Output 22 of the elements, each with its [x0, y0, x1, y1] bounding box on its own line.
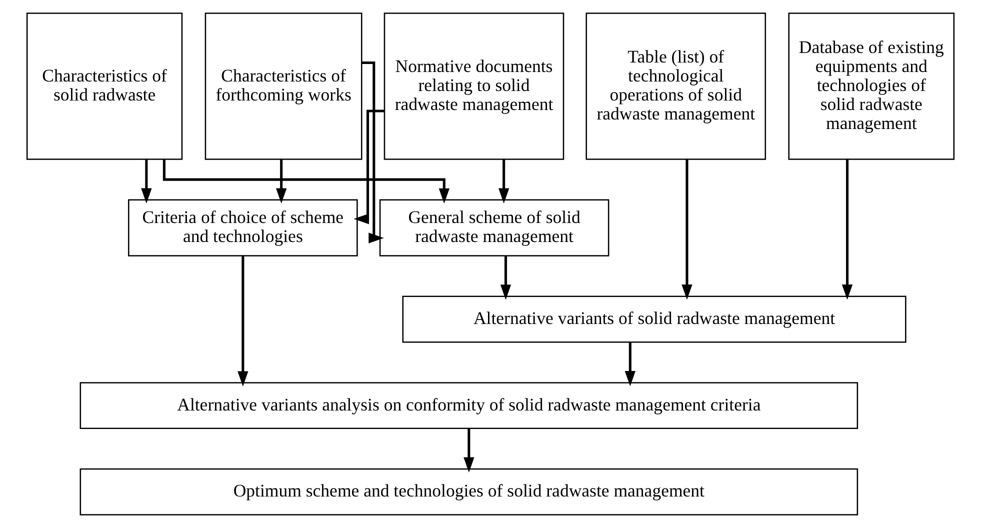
arrow — [238, 256, 248, 386]
arrow — [498, 160, 510, 204]
arrow — [162, 159, 450, 204]
node-box: Optimum scheme and technologies of solid radwaste management — [80, 468, 858, 516]
arrow — [362, 61, 384, 244]
arrow — [276, 160, 287, 204]
arrow — [842, 159, 853, 300]
node-box: Database of existing equipments and technologies of solid radwaste management — [788, 12, 955, 160]
arrow — [682, 159, 692, 300]
node-box: Alternative variants analysis on conformity of solid radwaste management criteria — [80, 382, 858, 430]
node-box: Characteristics of forthcoming works — [204, 12, 362, 160]
node-box: General scheme of solid radwaste management — [379, 199, 610, 256]
node-box: Alternative variants of solid radwaste management — [402, 296, 906, 343]
node-box: Criteria of choice of scheme and technologies — [128, 199, 358, 256]
arrow — [500, 256, 512, 300]
arrow — [624, 342, 636, 386]
arrow — [141, 160, 152, 204]
arrow — [464, 428, 474, 473]
node-box: Characteristics of solid radwaste — [26, 12, 183, 160]
node-box: Normative documents relating to solid radwaste management — [384, 12, 564, 160]
node-box: Table (list) of technological operations of solid radwaste management — [586, 12, 766, 160]
arrow — [354, 110, 384, 224]
